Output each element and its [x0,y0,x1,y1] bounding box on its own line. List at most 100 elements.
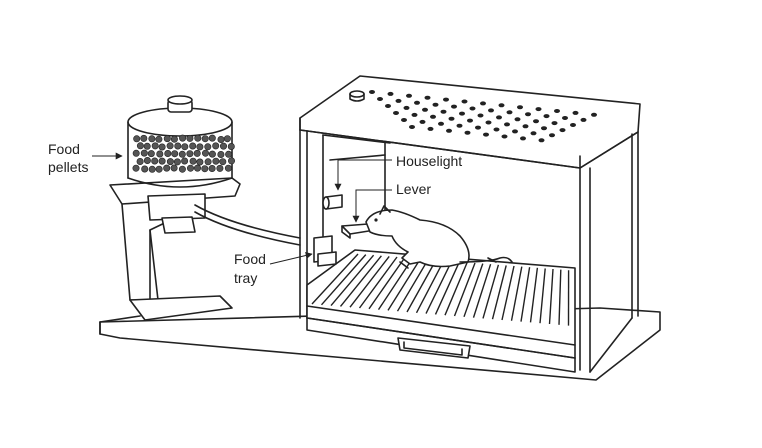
lid-hole [520,136,526,140]
pellet [164,165,170,171]
pellet [187,151,193,157]
lid-hole [478,114,484,118]
pellet [152,158,158,164]
lid-hole [449,117,455,121]
lid-hole [446,129,452,133]
pellet [167,158,173,164]
lid-hole [388,92,394,96]
lid-hole [504,122,510,126]
pellet [190,143,196,149]
pellet [190,158,196,164]
lid-hole [409,125,415,129]
food-tray [314,236,336,266]
pellet [213,158,219,164]
pellet [134,136,140,142]
pellet [225,151,231,157]
lid-hole [470,107,476,111]
lid-hole [512,129,518,133]
pellet [194,165,200,171]
lid-hole [494,128,500,132]
houselight [323,195,342,209]
lid-hole [552,121,558,125]
lid-hole [533,119,539,123]
lid-hole [385,104,391,108]
pellet [137,158,143,164]
lid-hole [570,123,576,127]
pellet [205,159,211,165]
pellet [148,150,154,156]
pellet [220,143,226,149]
lid-hole [465,131,471,135]
pellet [197,144,203,150]
lid-hole [525,112,531,116]
lid-hole [377,97,383,101]
lid-hole [536,107,542,111]
pellet [209,151,215,157]
pellet [209,135,215,141]
lid-hole [591,113,597,117]
pellet [159,158,165,164]
pellet [197,159,203,165]
pellet [205,144,211,150]
label-food-pellets-2: pellets [48,159,88,175]
lid-hole [581,118,587,122]
pellet [141,150,147,156]
pellet [172,151,178,157]
lid-hole [433,103,439,107]
lid-hole [562,116,568,120]
lid-hole [441,110,447,114]
lid-hole [406,94,412,98]
lid-hole [544,114,550,118]
dispenser-stand [110,178,240,320]
pellet-hopper [128,96,235,187]
lid-hole [475,126,481,130]
lid-hole [541,126,547,130]
lid-hole [517,105,523,109]
pellet [171,165,177,171]
pellet [182,144,188,150]
pellet [187,165,193,171]
pellet [137,143,143,149]
pellet [167,143,173,149]
pellet [194,150,200,156]
pellet [152,143,158,149]
lid-hole [554,109,560,113]
lid-hole [507,110,513,114]
pellet [202,136,208,142]
pellet [218,136,224,142]
pellet [165,150,171,156]
pellet [171,136,177,142]
pellet [224,136,230,142]
pellet [202,166,208,172]
lid-hole [502,135,508,139]
pellet [156,166,162,172]
lid-hole [438,122,444,126]
pellet [217,165,223,171]
label-food-pellets-1: Food [48,141,80,157]
lid-hole [462,100,468,104]
pellet [159,144,165,150]
pellet [164,135,170,141]
lid-hole [486,121,492,125]
lid-hole [523,124,529,128]
lid-hole [414,101,420,105]
lid-hole [425,96,431,100]
lid-hole [483,133,489,137]
pellet [195,135,201,141]
pellet [228,143,234,149]
pellet [228,158,234,164]
pellet [179,151,185,157]
lid-hole [393,111,399,115]
lid-hole [428,127,434,131]
lid-hole [496,115,502,119]
pellet [157,151,163,157]
lid-hole [459,112,465,116]
lid-hole [560,128,566,132]
lid-hole [451,105,457,109]
pellet [181,158,187,164]
food-pellets [133,135,235,173]
lid-hole [499,103,505,107]
pellet [144,143,150,149]
pellet [179,135,185,141]
